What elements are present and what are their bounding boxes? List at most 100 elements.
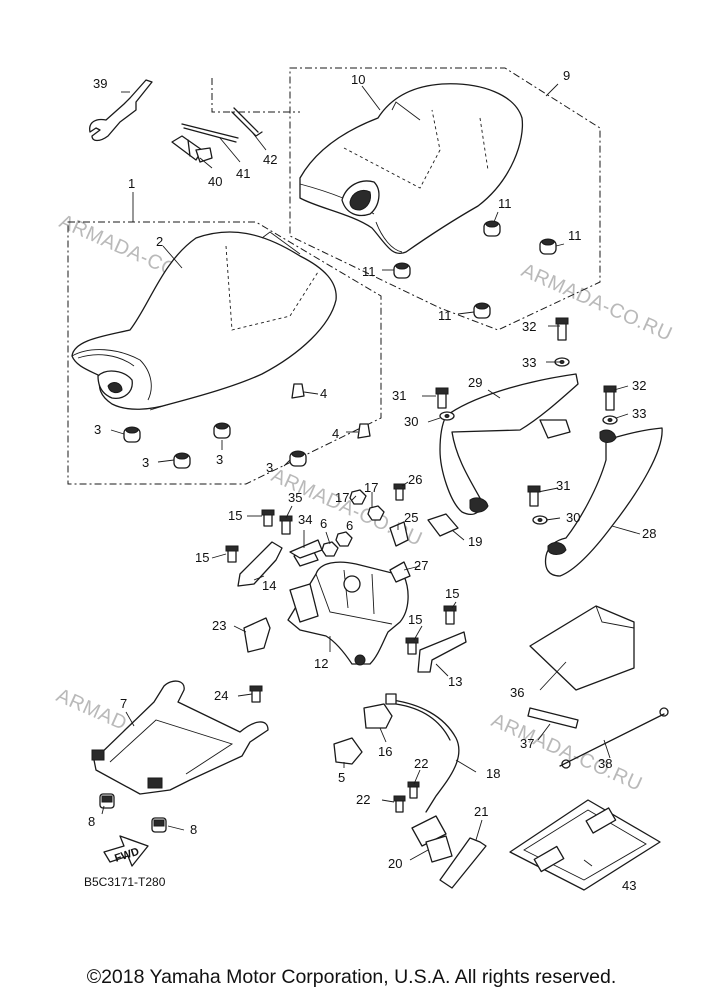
group-frames <box>67 67 601 485</box>
brackets <box>237 513 467 765</box>
callout-20: 20 <box>388 856 402 871</box>
bolt-22b <box>393 795 406 813</box>
callout-4b: 4 <box>332 426 339 441</box>
bolt-26 <box>393 483 406 501</box>
frame-dampers-8 <box>99 793 167 833</box>
grommet-19 <box>427 513 459 537</box>
callout-3c: 3 <box>216 452 223 467</box>
front-seat <box>71 231 337 411</box>
callout-40: 40 <box>208 174 222 189</box>
bolt-31a <box>435 387 449 409</box>
callout-17b: 17 <box>364 480 378 495</box>
callout-17a: 17 <box>335 490 349 505</box>
tool-group-frame <box>211 78 300 113</box>
washer-33b <box>602 415 618 425</box>
callout-32a: 32 <box>522 319 536 334</box>
lock-27 <box>389 561 411 583</box>
bolt-15d <box>405 637 419 655</box>
bolt-15a <box>261 509 275 527</box>
callout-3d: 3 <box>266 460 273 475</box>
callout-2: 2 <box>156 234 163 249</box>
bracket-25 <box>389 521 409 547</box>
callout-14: 14 <box>262 578 276 593</box>
washer-30a <box>439 411 455 421</box>
callout-15c: 15 <box>445 586 459 601</box>
damper-8a <box>99 793 115 809</box>
callout-6b: 6 <box>346 518 353 533</box>
seat-hooks <box>291 383 371 439</box>
callout-13: 13 <box>448 674 462 689</box>
callout-42: 42 <box>263 152 277 167</box>
damper-11c <box>393 262 411 279</box>
callout-37: 37 <box>520 736 534 751</box>
strap-37 <box>527 707 579 729</box>
fwd-arrow: FWD <box>103 835 149 867</box>
callout-12: 12 <box>314 656 328 671</box>
callout-34: 34 <box>298 512 312 527</box>
bolt-22a <box>407 781 420 799</box>
nut-6a <box>321 541 339 557</box>
washer-33a <box>554 357 570 367</box>
callout-6a: 6 <box>320 516 327 531</box>
callout-16: 16 <box>378 744 392 759</box>
bolt-15c <box>443 605 457 625</box>
callout-9: 9 <box>563 68 570 83</box>
rear-seat-dampers <box>393 220 557 319</box>
seat-lock-cable-18 <box>385 693 460 813</box>
grab-bar-29 <box>439 373 579 515</box>
callout-3b: 3 <box>142 455 149 470</box>
holders-20-21 <box>411 815 487 889</box>
rear-seat <box>299 83 524 254</box>
callout-15b: 15 <box>195 550 209 565</box>
bolt-32b <box>603 385 617 411</box>
diagram-code: B5C3171-T280 <box>84 875 166 889</box>
callout-35: 35 <box>288 490 302 505</box>
documents <box>509 605 661 891</box>
damper-3d <box>289 450 307 467</box>
callout-28: 28 <box>642 526 656 541</box>
spanner-39 <box>89 79 153 142</box>
callout-33a: 33 <box>522 355 536 370</box>
callout-21: 21 <box>474 804 488 819</box>
damper-11d <box>473 302 491 319</box>
watermark: ARMADA-CO.RU <box>518 259 676 345</box>
callout-11b: 11 <box>568 228 582 243</box>
callout-23: 23 <box>212 618 226 633</box>
bracket-34 <box>289 539 323 559</box>
callout-30a: 30 <box>404 414 418 429</box>
damper-3b <box>173 452 191 469</box>
callout-22b: 22 <box>356 792 370 807</box>
callout-15d: 15 <box>408 612 422 627</box>
helmet-cable-38 <box>559 707 669 769</box>
bolt-24 <box>249 685 263 703</box>
bracket-13 <box>417 631 467 673</box>
callout-41: 41 <box>236 166 250 181</box>
screwdriver-40 <box>171 135 213 163</box>
damper-8b <box>151 817 167 833</box>
callout-5: 5 <box>338 770 345 785</box>
callout-33b: 33 <box>632 406 646 421</box>
bolt-32a <box>555 317 569 341</box>
callout-11d: 11 <box>438 308 452 323</box>
damper-11a <box>483 220 501 237</box>
callout-3a: 3 <box>94 422 101 437</box>
front-seat-group-frame <box>67 221 382 485</box>
callout-8a: 8 <box>88 814 95 829</box>
callout-8b: 8 <box>190 822 197 837</box>
callouts: 1 2 3 3 3 3 4 4 5 6 6 7 8 8 9 10 11 11 1… <box>88 68 656 893</box>
callout-26: 26 <box>408 472 422 487</box>
bolt-31b <box>527 485 541 507</box>
callout-31b: 31 <box>556 478 570 493</box>
nut-17a <box>349 489 367 505</box>
callout-29: 29 <box>468 375 482 390</box>
latch-5 <box>333 737 363 765</box>
nut-6b <box>335 531 353 547</box>
callout-19: 19 <box>468 534 482 549</box>
callout-27: 27 <box>414 558 428 573</box>
callout-15a: 15 <box>228 508 242 523</box>
callout-24: 24 <box>214 688 228 703</box>
bracket-14 <box>237 541 283 587</box>
callout-22a: 22 <box>414 756 428 771</box>
tool-parts <box>89 79 263 163</box>
